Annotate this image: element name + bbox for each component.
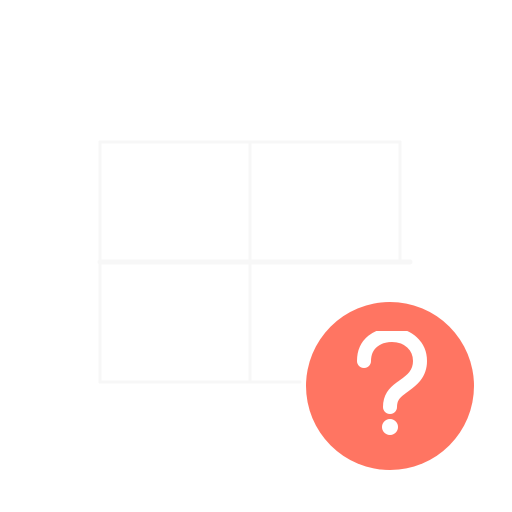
question-mark-curve xyxy=(357,331,427,414)
table-grid-lines xyxy=(97,140,413,384)
question-mark-dot xyxy=(382,419,398,435)
question-mark-icon xyxy=(357,331,427,435)
help-badge xyxy=(306,302,474,470)
